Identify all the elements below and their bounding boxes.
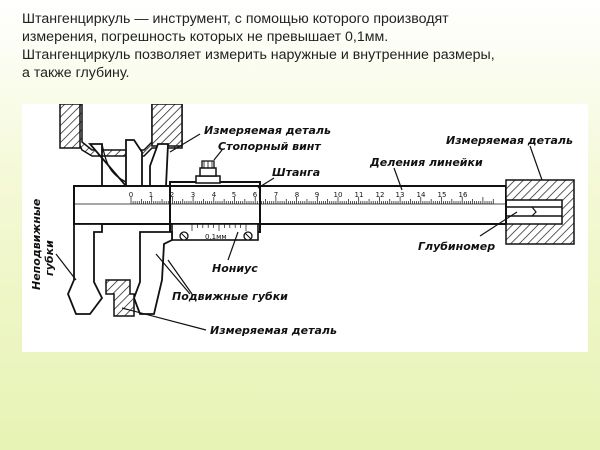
measured-part-right	[505, 179, 575, 245]
movable-upper-jaw	[149, 143, 169, 187]
label-depth-gauge: Глубиномер	[418, 240, 495, 253]
main-bar	[73, 185, 507, 225]
scale-number: 9	[315, 191, 319, 199]
scale-number: 15	[438, 191, 447, 199]
scale-ticks	[130, 197, 494, 204]
label-vernier: Нониус	[212, 262, 258, 275]
scale-numbers: 0 1 2 3 4 5 6 7 8 9 10 11 12 13 14 15 16	[129, 191, 468, 199]
intro-line-3: Штангенциркуль позволяет измерить наружн…	[22, 47, 495, 63]
label-fixed-jaws-line1: Неподвижные	[30, 198, 43, 290]
fixed-lower-jaw	[67, 223, 104, 315]
scale-number: 7	[274, 191, 278, 199]
stop-screw	[195, 160, 221, 184]
scale-number: 8	[295, 191, 299, 199]
fixed-upper-jaw	[88, 139, 143, 189]
intro-text: Штангенциркуль — инструмент, с помощью к…	[22, 10, 582, 82]
intro-line-1: Штангенциркуль — инструмент, с помощью к…	[22, 11, 449, 27]
label-fixed-jaws-line2: губки	[43, 240, 56, 276]
intro-line-4: а также глубину.	[22, 65, 130, 81]
scale-number: 10	[334, 191, 343, 199]
label-stop-screw: Стопорный винт	[218, 140, 321, 153]
label-measured-part-right: Измеряемая деталь	[446, 134, 573, 147]
scale-number: 6	[253, 191, 258, 199]
scale-number: 12	[376, 191, 385, 199]
scale-number: 4	[212, 191, 217, 199]
scale-number: 0	[129, 191, 133, 199]
intro-line-2: измерения, погрешность которых не превыш…	[22, 29, 389, 45]
measured-part-bottom	[105, 279, 135, 317]
scale-number: 11	[355, 191, 364, 199]
scale-number: 13	[396, 191, 405, 199]
scale-number: 16	[459, 191, 468, 199]
caliper-drawing: 0 1 2 3 4 5 6 7 8 9 10 11 12 13 14 15 16	[30, 104, 575, 337]
label-bar: Штанга	[272, 166, 320, 179]
scale-number: 14	[417, 191, 426, 199]
label-fixed-jaws: Неподвижные губки	[30, 198, 56, 290]
vernier-value-label: 0,1мм	[205, 233, 227, 241]
scale-number: 3	[191, 191, 195, 199]
scale-number: 5	[232, 191, 236, 199]
caliper-diagram: 0 1 2 3 4 5 6 7 8 9 10 11 12 13 14 15 16	[22, 104, 588, 352]
leader-lines	[55, 133, 543, 331]
label-scale-divisions: Деления линейки	[369, 156, 483, 169]
label-movable-jaws: Подвижные губки	[172, 290, 288, 303]
movable-lower-jaw	[133, 231, 173, 315]
scale-number: 1	[149, 191, 153, 199]
label-measured-part-top: Измеряемая деталь	[204, 124, 331, 137]
scale-number: 2	[170, 191, 174, 199]
measured-part-top	[59, 104, 183, 157]
label-measured-part-bottom: Измеряемая деталь	[210, 324, 337, 337]
